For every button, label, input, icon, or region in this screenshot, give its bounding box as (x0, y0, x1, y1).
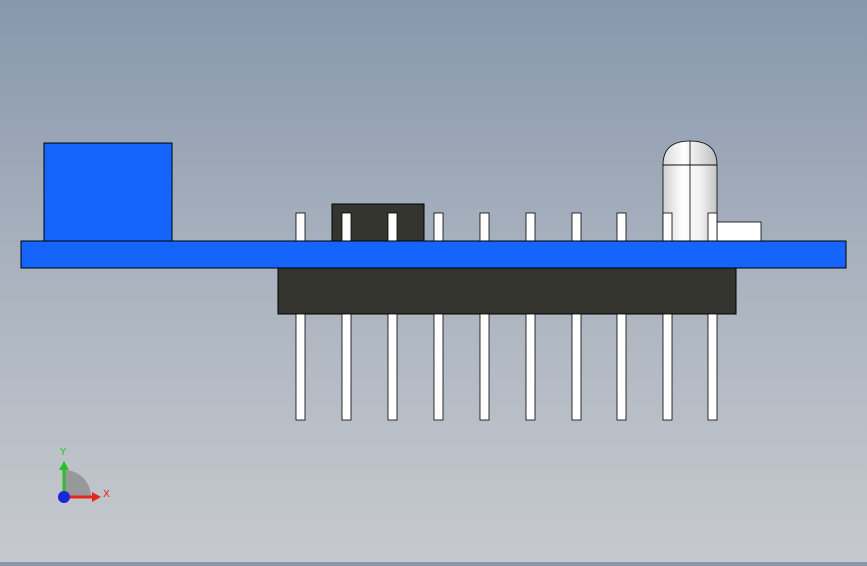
x-axis-label: X (103, 489, 110, 500)
white-tab-component (716, 221, 762, 242)
pin-top (341, 212, 352, 242)
pcb-board (20, 240, 847, 269)
header-pins-top (295, 212, 718, 242)
pin-bottom (433, 313, 444, 421)
pin-bottom (571, 313, 582, 421)
pin-bottom (707, 313, 718, 421)
pin-top (479, 212, 490, 242)
pin-bottom (341, 313, 352, 421)
pin-bottom (662, 313, 673, 421)
pin-top (571, 212, 582, 242)
y-axis-label: Y (59, 447, 67, 458)
pin-top (616, 212, 627, 242)
pin-bottom (387, 313, 398, 421)
x-axis-arrow-icon (92, 492, 101, 502)
pin-top (433, 212, 444, 242)
pin-bottom (479, 313, 490, 421)
pin-top (662, 212, 673, 242)
z-axis-dot-icon (58, 491, 70, 503)
pin-bottom (525, 313, 536, 421)
header-pins-bottom (295, 313, 718, 421)
pin-header-plastic (277, 267, 737, 315)
blue-block-component (43, 142, 173, 242)
pin-bottom (616, 313, 627, 421)
pin-top (525, 212, 536, 242)
triad-rotation-arc (64, 470, 91, 497)
coordinate-triad: Y X (58, 447, 110, 503)
pin-top (387, 212, 398, 242)
pin-top (295, 212, 306, 242)
y-axis-arrow-icon (59, 461, 69, 470)
pin-top (707, 212, 718, 242)
pin-bottom (295, 313, 306, 421)
